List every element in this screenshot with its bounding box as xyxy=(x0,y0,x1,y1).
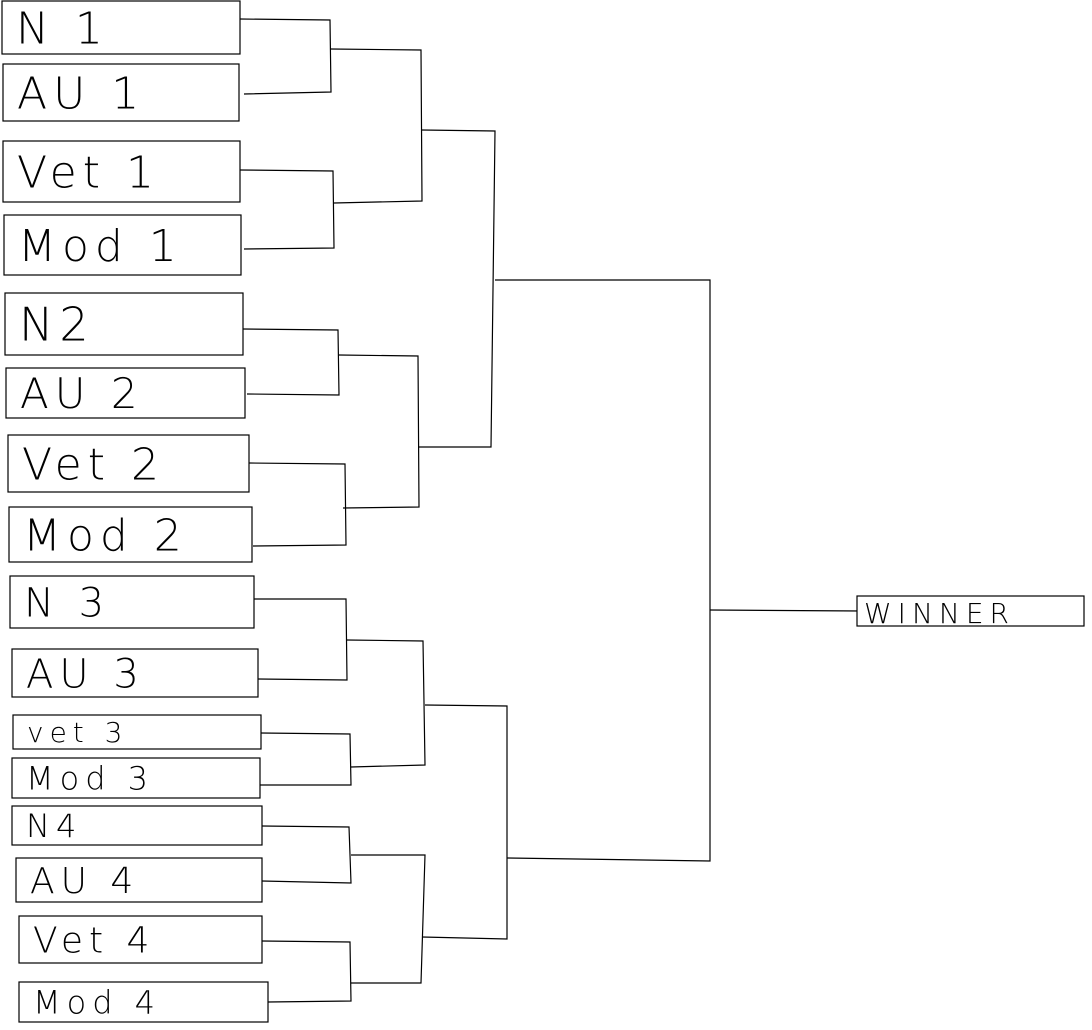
bracket-entry: N2 xyxy=(4,292,244,356)
entry-label: N4 xyxy=(26,807,82,845)
bracket-connector xyxy=(338,354,420,509)
entry-boxes: N 1 AU 1 Vet 1 Mod 1 N2 AU 2 Vet 2 Mod 2 N 3 AU 3… xyxy=(1,0,269,1023)
bracket-entry: Mod 2 xyxy=(8,506,253,563)
bracket-entry: N4 xyxy=(11,805,263,846)
bracket-entry: Mod 4 xyxy=(18,981,269,1023)
bracket-connector xyxy=(495,279,711,862)
entry-box xyxy=(8,506,253,563)
entry-label: AU 3 xyxy=(26,651,145,697)
entry-label: Vet 4 xyxy=(33,920,155,961)
entry-label: AU 2 xyxy=(20,369,144,418)
entry-box xyxy=(1,0,241,55)
bracket-connector xyxy=(260,732,352,786)
entry-label: N2 xyxy=(19,298,95,352)
entry-box xyxy=(2,63,240,122)
entry-box xyxy=(4,292,244,356)
bracket-connector xyxy=(242,328,340,396)
bracket-entry: AU 3 xyxy=(11,648,259,698)
bracket-entry: Vet 1 xyxy=(2,140,241,203)
entry-box xyxy=(11,648,259,698)
bracket-connector xyxy=(261,940,352,1003)
bracket-entry: Mod 1 xyxy=(3,214,242,276)
entry-label: Mod 1 xyxy=(18,221,183,272)
bracket-connector xyxy=(421,704,508,940)
entry-label: N 3 xyxy=(24,580,110,626)
bracket-entry: AU 2 xyxy=(5,367,246,419)
bracket-entry: Mod 3 xyxy=(11,757,261,799)
bracket-connector xyxy=(239,18,332,95)
bracket-entry: vet 3 xyxy=(12,714,262,750)
entry-box xyxy=(11,757,261,799)
entry-label: Mod 4 xyxy=(33,984,161,1022)
entry-box xyxy=(2,140,241,203)
entry-box xyxy=(9,575,255,629)
bracket-connector xyxy=(709,609,863,612)
entry-label: Mod 3 xyxy=(26,760,154,798)
entry-label: AU 4 xyxy=(30,861,139,902)
entry-box xyxy=(11,805,263,846)
entry-label: Vet 1 xyxy=(17,147,160,198)
bracket-entry: Vet 2 xyxy=(7,434,250,493)
entry-label: N 1 xyxy=(16,3,109,54)
winner-box xyxy=(856,595,1085,627)
bracket-connector xyxy=(239,169,335,250)
entry-label: vet 3 xyxy=(27,716,129,749)
bracket-entry: N 1 xyxy=(1,0,241,55)
bracket-connector xyxy=(248,462,347,547)
entry-box xyxy=(18,915,263,964)
entry-box xyxy=(12,714,262,750)
bracket-connector xyxy=(346,639,426,768)
entry-label: Mod 2 xyxy=(23,510,188,561)
bracket-entry: AU 1 xyxy=(2,63,240,122)
winner-group: WINNER xyxy=(856,595,1085,630)
entry-label: AU 1 xyxy=(17,68,145,119)
bracket-entry: Vet 4 xyxy=(18,915,263,964)
bracket-connector xyxy=(261,825,352,884)
bracket-entry: AU 4 xyxy=(15,857,263,903)
bracket-connector xyxy=(254,598,348,681)
entry-box xyxy=(15,857,263,903)
entry-box xyxy=(7,434,250,493)
bracket-connector xyxy=(351,854,426,984)
winner-label: WINNER xyxy=(864,597,1015,630)
entry-box xyxy=(5,367,246,419)
entry-box xyxy=(3,214,242,276)
entry-label: Vet 2 xyxy=(22,439,165,490)
bracket-connectors xyxy=(239,18,863,1003)
bracket-entry: N 3 xyxy=(9,575,255,629)
bracket-connector xyxy=(419,129,496,448)
bracket-connector xyxy=(330,48,423,204)
entry-box xyxy=(18,981,269,1023)
